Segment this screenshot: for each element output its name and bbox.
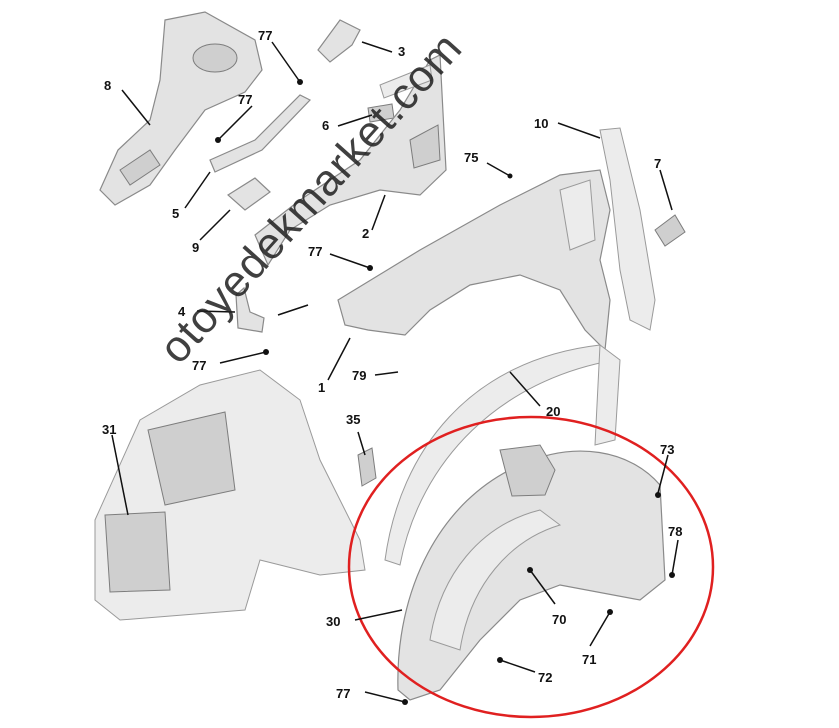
callout-10: 10	[534, 116, 548, 131]
callout-labels: 8 77 3 77 6 5 9 2 10 7 75 77 4 77 1 79 2…	[102, 28, 682, 701]
callout-5: 5	[172, 206, 179, 221]
callout-77-third: 77	[308, 244, 322, 259]
part-5-bracket	[209, 94, 311, 173]
callout-2: 2	[362, 226, 369, 241]
callout-6: 6	[322, 118, 329, 133]
callout-1: 1	[318, 380, 325, 395]
callout-31: 31	[102, 422, 116, 437]
callout-73: 73	[660, 442, 674, 457]
callout-7: 7	[654, 156, 661, 171]
part-4-bracket	[235, 286, 265, 333]
part-7-clip	[654, 214, 686, 247]
callout-71: 71	[582, 652, 596, 667]
callout-70: 70	[552, 612, 566, 627]
part-31-inner-structure	[94, 369, 366, 621]
callout-77-bottom: 77	[336, 686, 350, 701]
callout-20: 20	[546, 404, 560, 419]
part-8-strut-tower	[99, 11, 263, 206]
callout-35: 35	[346, 412, 360, 427]
part-1-front-fender	[337, 169, 611, 352]
part-2-wing-structure	[254, 54, 447, 267]
part-20-arch-trim	[384, 344, 621, 566]
leader-lines	[111, 41, 679, 703]
part-3-bracket	[317, 19, 361, 63]
callout-8: 8	[104, 78, 111, 93]
highlight-ellipse	[347, 415, 715, 719]
callout-30: 30	[326, 614, 340, 629]
callout-77-second: 77	[238, 92, 252, 107]
part-9-bracket	[227, 177, 271, 211]
callout-4: 4	[178, 304, 186, 319]
callout-75: 75	[464, 150, 478, 165]
callout-72: 72	[538, 670, 552, 685]
callout-9: 9	[192, 240, 199, 255]
callout-3: 3	[398, 44, 405, 59]
fastener-dots	[215, 79, 675, 705]
callout-78: 78	[668, 524, 682, 539]
callout-79: 79	[352, 368, 366, 383]
callout-77-fourth: 77	[192, 358, 206, 373]
callout-77-top: 77	[258, 28, 272, 43]
part-30-wheel-arch-liner	[397, 444, 666, 701]
part-35-clip	[357, 447, 377, 487]
part-10-seal	[599, 127, 656, 331]
